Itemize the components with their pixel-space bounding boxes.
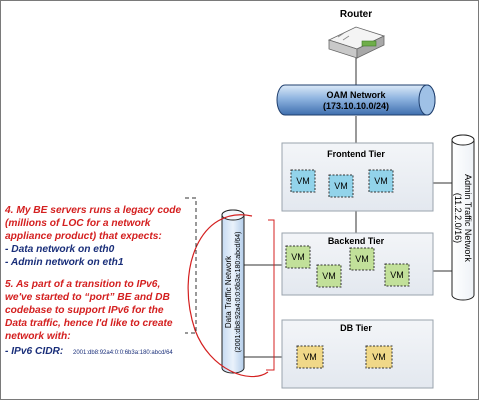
callout-arc-end: [266, 219, 275, 371]
svg-text:VM: VM: [334, 181, 348, 191]
data-network-subnet: (2001:db8:92a4:0:0:6b3a:180:abcd/64): [235, 231, 242, 352]
frontend-vm: VM: [328, 174, 354, 198]
db-vm: VM: [296, 345, 324, 369]
backend-vm: VM: [349, 247, 375, 271]
svg-text:VM: VM: [291, 252, 305, 262]
oam-network-name: OAM Network: [326, 90, 386, 100]
db-tier-label: DB Tier: [340, 323, 372, 333]
note5-cidr-value: 2001:db8:92a4:0:0:6b3a:180:abcd/64: [73, 350, 173, 356]
note4-line: appliance product) that expects:: [5, 231, 162, 242]
note4-line: (millions of LOC for a network: [5, 218, 152, 229]
callout-ellipse: [187, 214, 269, 378]
svg-text:VM: VM: [303, 352, 317, 362]
router-icon: [327, 26, 386, 59]
data-network-name: Data Traffic Network: [224, 255, 233, 328]
note5-line: codebase to support IPv6 for the: [5, 305, 164, 316]
frontend-vm: VM: [290, 169, 316, 193]
note5-cidr-label: - IPv6 CIDR:: [5, 346, 63, 357]
backend-vm: VM: [285, 245, 311, 269]
admin-network-subnet: (11.2.2.0/16): [453, 193, 463, 243]
backend-tier-label: Backend Tier: [328, 236, 385, 246]
backend-vm: VM: [384, 263, 410, 287]
db-tier: DB Tier VM VM: [281, 319, 434, 389]
svg-text:VM: VM: [296, 176, 310, 186]
router-label: Router: [340, 9, 372, 20]
db-vm: VM: [365, 345, 393, 369]
note-5: 5. As part of a transition to IPv6, we'v…: [5, 279, 173, 357]
admin-network-pipe: [451, 134, 475, 301]
frontend-tier-label: Frontend Tier: [327, 149, 385, 159]
note4-line: 4. My BE servers runs a legacy code: [4, 205, 181, 216]
backend-vm: VM: [316, 264, 342, 288]
admin-network-name: Admin Traffic Network: [463, 174, 473, 262]
svg-text:VM: VM: [374, 176, 388, 186]
backend-tier: Backend Tier VM VM VM VM: [281, 232, 434, 296]
oam-network-pipe: [276, 84, 436, 116]
svg-text:VM: VM: [372, 352, 386, 362]
svg-text:VM: VM: [322, 271, 336, 281]
note4-bullet: - Admin network on eth1: [5, 257, 124, 268]
svg-text:VM: VM: [355, 254, 369, 264]
svg-text:VM: VM: [390, 270, 404, 280]
frontend-tier: Frontend Tier VM VM VM: [281, 142, 434, 212]
frontend-vm: VM: [368, 169, 394, 193]
note5-line: Data traffic, hence I'd like to create: [5, 318, 173, 329]
note-4: 4. My BE servers runs a legacy code (mil…: [4, 205, 181, 268]
oam-network-subnet: (173.10.10.0/24): [323, 101, 389, 111]
notes-bracket: [185, 197, 197, 334]
note5-line: network with:: [5, 331, 71, 342]
note5-line: we've started to “port” BE and DB: [5, 292, 170, 303]
note5-line: 5. As part of a transition to IPv6,: [5, 279, 160, 290]
note4-bullet: - Data network on eth0: [5, 244, 115, 255]
